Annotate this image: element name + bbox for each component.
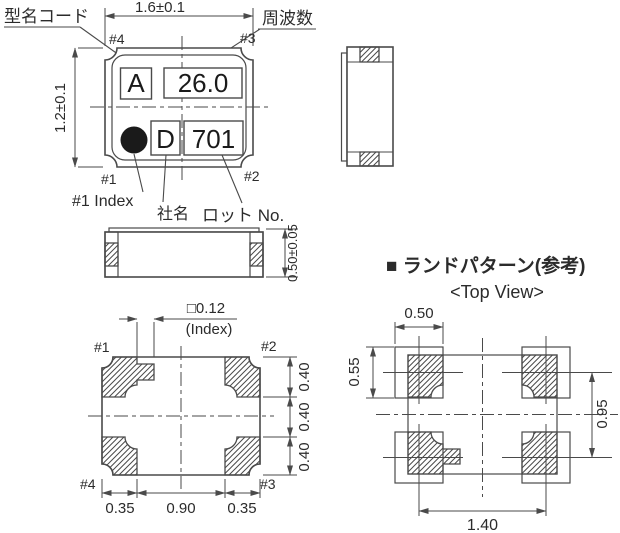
callout-leader	[162, 154, 167, 203]
pin-label-4: #4	[80, 476, 96, 492]
dim-bottom-left: 0.35	[105, 500, 134, 517]
land-pattern-title: ■ ランドパターン(参考)	[386, 254, 585, 277]
company-callout: 社名	[157, 205, 189, 223]
dim-pitch-horizontal: 1.40	[467, 517, 498, 533]
bottom-pad-4	[101, 436, 138, 476]
marking-company: D	[156, 124, 175, 154]
marking-frequency: 26.0	[178, 68, 229, 98]
land-pad-br	[521, 431, 558, 475]
pin-label-1: #1	[94, 339, 110, 355]
land-pad-tr	[521, 354, 558, 398]
dim-bottom-center: 0.90	[166, 500, 195, 517]
bottom-pad-2	[224, 356, 261, 398]
lot-callout: ロット No.	[202, 206, 284, 225]
front-terminal-pad-right	[249, 242, 264, 267]
index-dot	[120, 126, 148, 154]
model-code-callout: 型名コード	[4, 7, 89, 26]
dim-right-2: 0.40	[296, 402, 313, 431]
marking-lot: 701	[192, 124, 235, 154]
front-body	[104, 231, 264, 278]
dim-height-label: 1.2±0.1	[52, 83, 69, 133]
dim-bottom-right: 0.35	[227, 500, 256, 517]
marking-box-company	[150, 120, 181, 156]
marking-box-frequency	[163, 67, 243, 99]
side-lid	[340, 52, 348, 162]
pin-label-1: #1	[101, 171, 117, 187]
dim-land-width: 0.50	[404, 305, 433, 322]
side-terminal-pad-top	[359, 46, 380, 63]
callout-leader	[221, 154, 243, 204]
dim-thickness-label: 0.50±0.05	[285, 224, 300, 282]
side-terminal-pad-bottom	[359, 151, 380, 167]
dim-right-3: 0.40	[296, 442, 313, 471]
marking-box-model-code	[119, 67, 153, 100]
front-view: 0.50±0.05	[104, 224, 300, 282]
pin-label-2: #2	[261, 338, 277, 354]
land-pad-bl	[407, 431, 461, 475]
dim-width-label: 1.6±0.1	[135, 0, 185, 16]
side-body	[346, 46, 394, 167]
dim-index-label: □0.12	[187, 300, 225, 317]
land-pattern: ■ ランドパターン(参考) <Top View> 0.50	[346, 254, 618, 533]
pin-label-3: #3	[240, 30, 256, 46]
land-pattern-subtitle: <Top View>	[450, 282, 544, 302]
marking-box-lot	[183, 120, 244, 156]
top-view: 1.6±0.1 型名コード 周波数 1.2±0.1 #4 #3 #1 #2 A …	[4, 0, 316, 225]
pin-label-3: #3	[260, 476, 276, 492]
dim-index-note: (Index)	[186, 321, 233, 338]
bottom-view: □0.12 (Index) #1 #2 #4 #3 0.35 0.90 0.35	[80, 300, 313, 517]
bottom-pad-3	[224, 436, 261, 476]
frequency-callout: 周波数	[262, 9, 313, 28]
side-view	[340, 46, 394, 167]
pin-label-4: #4	[109, 31, 125, 47]
bottom-pad-1	[101, 356, 155, 398]
front-terminal-pad-left	[104, 242, 119, 267]
index-callout: #1 Index	[72, 193, 133, 210]
dim-pitch-vertical: 0.95	[594, 399, 611, 428]
pin-label-2: #2	[244, 168, 260, 184]
marking-model-code: A	[127, 68, 145, 98]
land-pad-tl	[407, 354, 444, 398]
callout-leader	[133, 153, 144, 193]
dim-land-height: 0.55	[346, 357, 363, 386]
dim-right-1: 0.40	[296, 362, 313, 391]
